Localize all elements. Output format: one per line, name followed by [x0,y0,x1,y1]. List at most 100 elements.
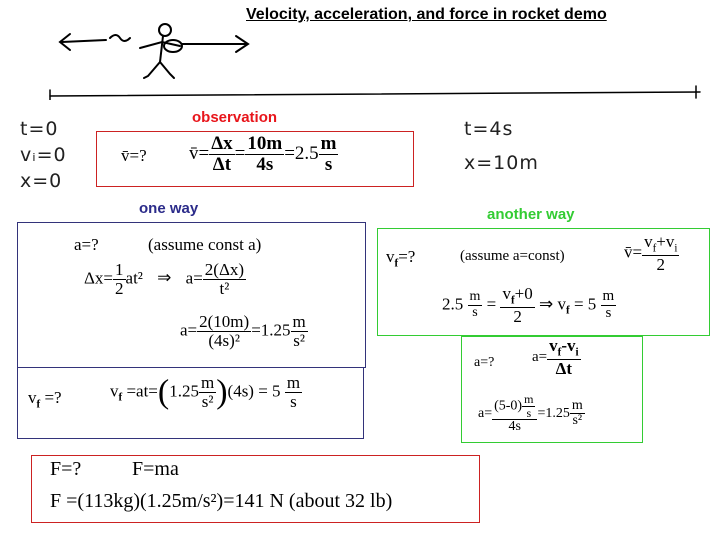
ab-a-eq2: a= [478,406,493,422]
page-title: Velocity, acceleration, and force in roc… [246,6,607,23]
aw-l2-a: 2.5 [442,294,464,314]
vf-paren-close: ) [216,373,228,411]
rocket-demo-illustration [49,23,701,100]
one-way-heading: one way [139,200,199,217]
aw-q-sub: f [394,257,399,270]
ow-dx: Δx= [84,268,114,288]
ow-a-eq: a= [185,268,203,288]
ab-fn-sub2: i [575,346,579,359]
ow-frac2-den: (4s)² [208,330,240,350]
aw-fd: 2 [656,254,666,274]
figure-leg-right [159,61,175,79]
aw-l2-fn-v: v [502,284,511,303]
ow-unit-num: m [290,312,308,332]
vf-eq: =at= [122,381,158,401]
ow-half-num: 1 [113,260,126,280]
vf-question: vf =? [28,388,62,410]
obs-vbar: v̄= [189,142,210,164]
aw-q-v: v [386,247,395,266]
obs-result: =2.5 [284,142,319,164]
obs-dx: Δx [209,133,235,155]
figure-arms [139,40,181,49]
ow-half-den: 2 [115,278,124,298]
aw-assume: (assume a=const) [460,248,565,264]
vf-lhs-sub: f [118,391,123,404]
ab-fn-sub1: f [557,346,562,359]
vf-unit-den: s² [201,391,214,411]
vf-coef: 1.25 [169,381,199,401]
aw-vbar: v̄= [624,242,643,262]
figure-body [159,35,164,63]
ab-n-top: (5-0) [494,398,523,414]
exhaust-puff [109,34,131,42]
ow-implies: ⇒ [157,268,172,288]
ow-question: a=? [74,235,99,254]
aw-l2-unit-den: s [472,304,478,320]
given-vi0: vᵢ=0 [20,144,67,166]
obs-dt: Δt [212,153,232,175]
aw-question: vf=? [386,247,415,269]
ab-fn-v: v [549,336,558,355]
another-way-heading: another way [487,206,575,223]
aw-fn-v: v [644,232,653,251]
aw-l2-fd: 2 [513,306,522,326]
aw-q-tail: =? [398,247,416,266]
ow-a-eq2: a= [180,320,198,340]
ab-den: 4s [508,419,521,435]
ground-line [49,91,701,97]
ab-n-unit-num: m [522,392,536,407]
vf-q-sub: f [36,398,41,411]
obs-unit-num: m [318,133,339,155]
vf-q-v: v [28,388,37,407]
vf-unit-num: m [198,373,217,393]
given-t0: t=0 [20,118,59,140]
vf-q-tail: =? [40,388,62,407]
ab-a-eq: a= [532,348,548,365]
ow-at2: at² [125,268,143,288]
observation-heading: observation [192,109,278,126]
obs-num: 10m [245,133,285,155]
obs-eq: = [234,142,246,164]
ab-fd: Δt [555,358,572,378]
ow-result: =1.25 [251,320,291,340]
ow-assume: (assume const a) [148,235,262,254]
aw-l2-sub: f [566,304,570,317]
ab-fn-mid: -v [561,336,576,355]
aw-fn-sub2: i [674,242,678,255]
aw-l2-unit-num: m [467,289,483,306]
right-arrowhead [235,35,250,53]
aw-l2-unit2-den: s [605,304,612,321]
ow-frac2-num: 2(10m) [197,312,252,332]
aw-l2-eq: = [486,294,497,314]
force-box: F=? F=ma F =(113kg)(1.25m/s²)=141 N (abo… [31,455,480,523]
ab-n-unit-den: s [526,405,532,420]
ab-unit-den: s² [572,413,583,429]
aw-fn-sub1: f [652,242,657,255]
ab-unit-num: m [569,397,585,415]
ow-frac-den: t² [219,278,230,298]
given-t4: t=4s [464,118,514,140]
force-calculation: F =(113kg)(1.25m/s²)=141 N (about 32 lb) [50,490,393,512]
ow-unit-den: s² [293,330,305,350]
left-arrowhead [58,33,71,51]
vf-paren-open: ( [157,373,170,411]
figure-leg-left [143,61,161,79]
aw-l2-fn-tail: +0 [514,284,533,303]
force-question: F=? [50,458,82,480]
obs-question: v̄=? [121,146,147,165]
given-x10: x=10m [464,152,539,174]
force-law: F=ma [132,458,179,480]
obs-den: 4s [256,153,274,175]
figure-rocket [163,39,183,53]
